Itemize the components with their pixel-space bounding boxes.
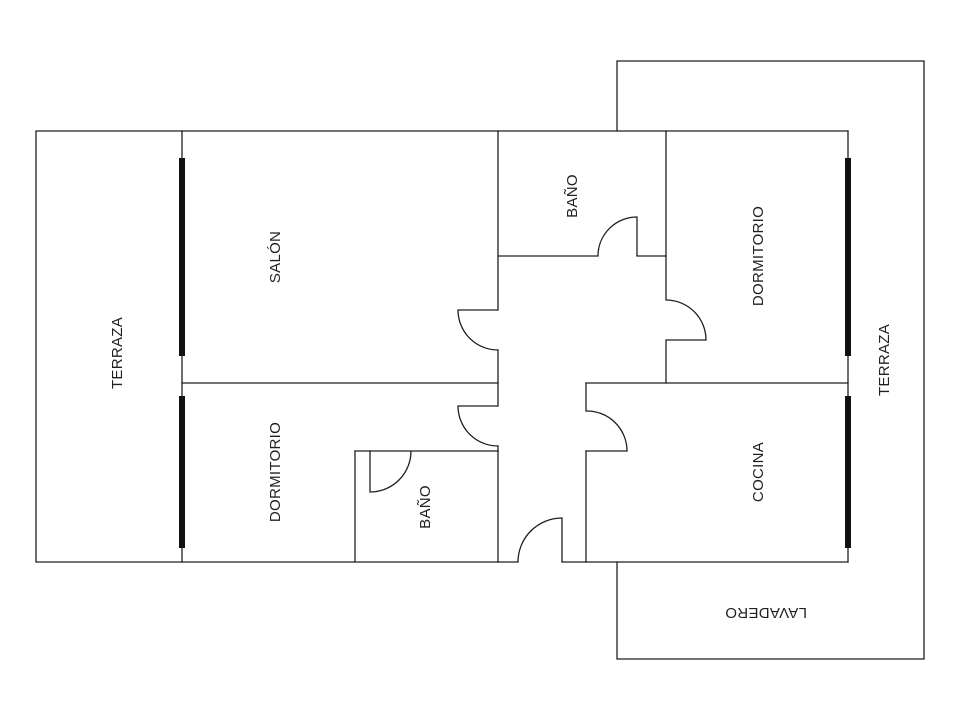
door-kitchen	[585, 410, 628, 452]
label-laundry: LAVADERO	[725, 604, 807, 621]
label-terrace-left: TERRAZA	[109, 317, 126, 389]
door-entrance	[517, 517, 563, 563]
label-bathroom-left: BAÑO	[417, 485, 434, 529]
door-bedroom-left	[457, 405, 499, 447]
door-bedroom-right	[665, 299, 707, 341]
door-living-room	[457, 309, 499, 351]
label-bathroom-top: BAÑO	[564, 174, 581, 218]
label-living-room: SALÓN	[267, 231, 284, 283]
windows	[179, 158, 851, 548]
label-bedroom-right: DORMITORIO	[750, 206, 767, 306]
outer-walls	[35, 60, 925, 660]
door-bathroom-left	[369, 450, 412, 493]
doors	[369, 216, 707, 563]
label-kitchen: COCINA	[750, 442, 767, 502]
label-terrace-right: TERRAZA	[876, 324, 893, 396]
room-labels: TERRAZA SALÓN DORMITORIO BAÑO BAÑO DORMI…	[109, 174, 893, 621]
label-bedroom-left: DORMITORIO	[267, 422, 284, 522]
door-bathroom-top	[597, 216, 638, 257]
